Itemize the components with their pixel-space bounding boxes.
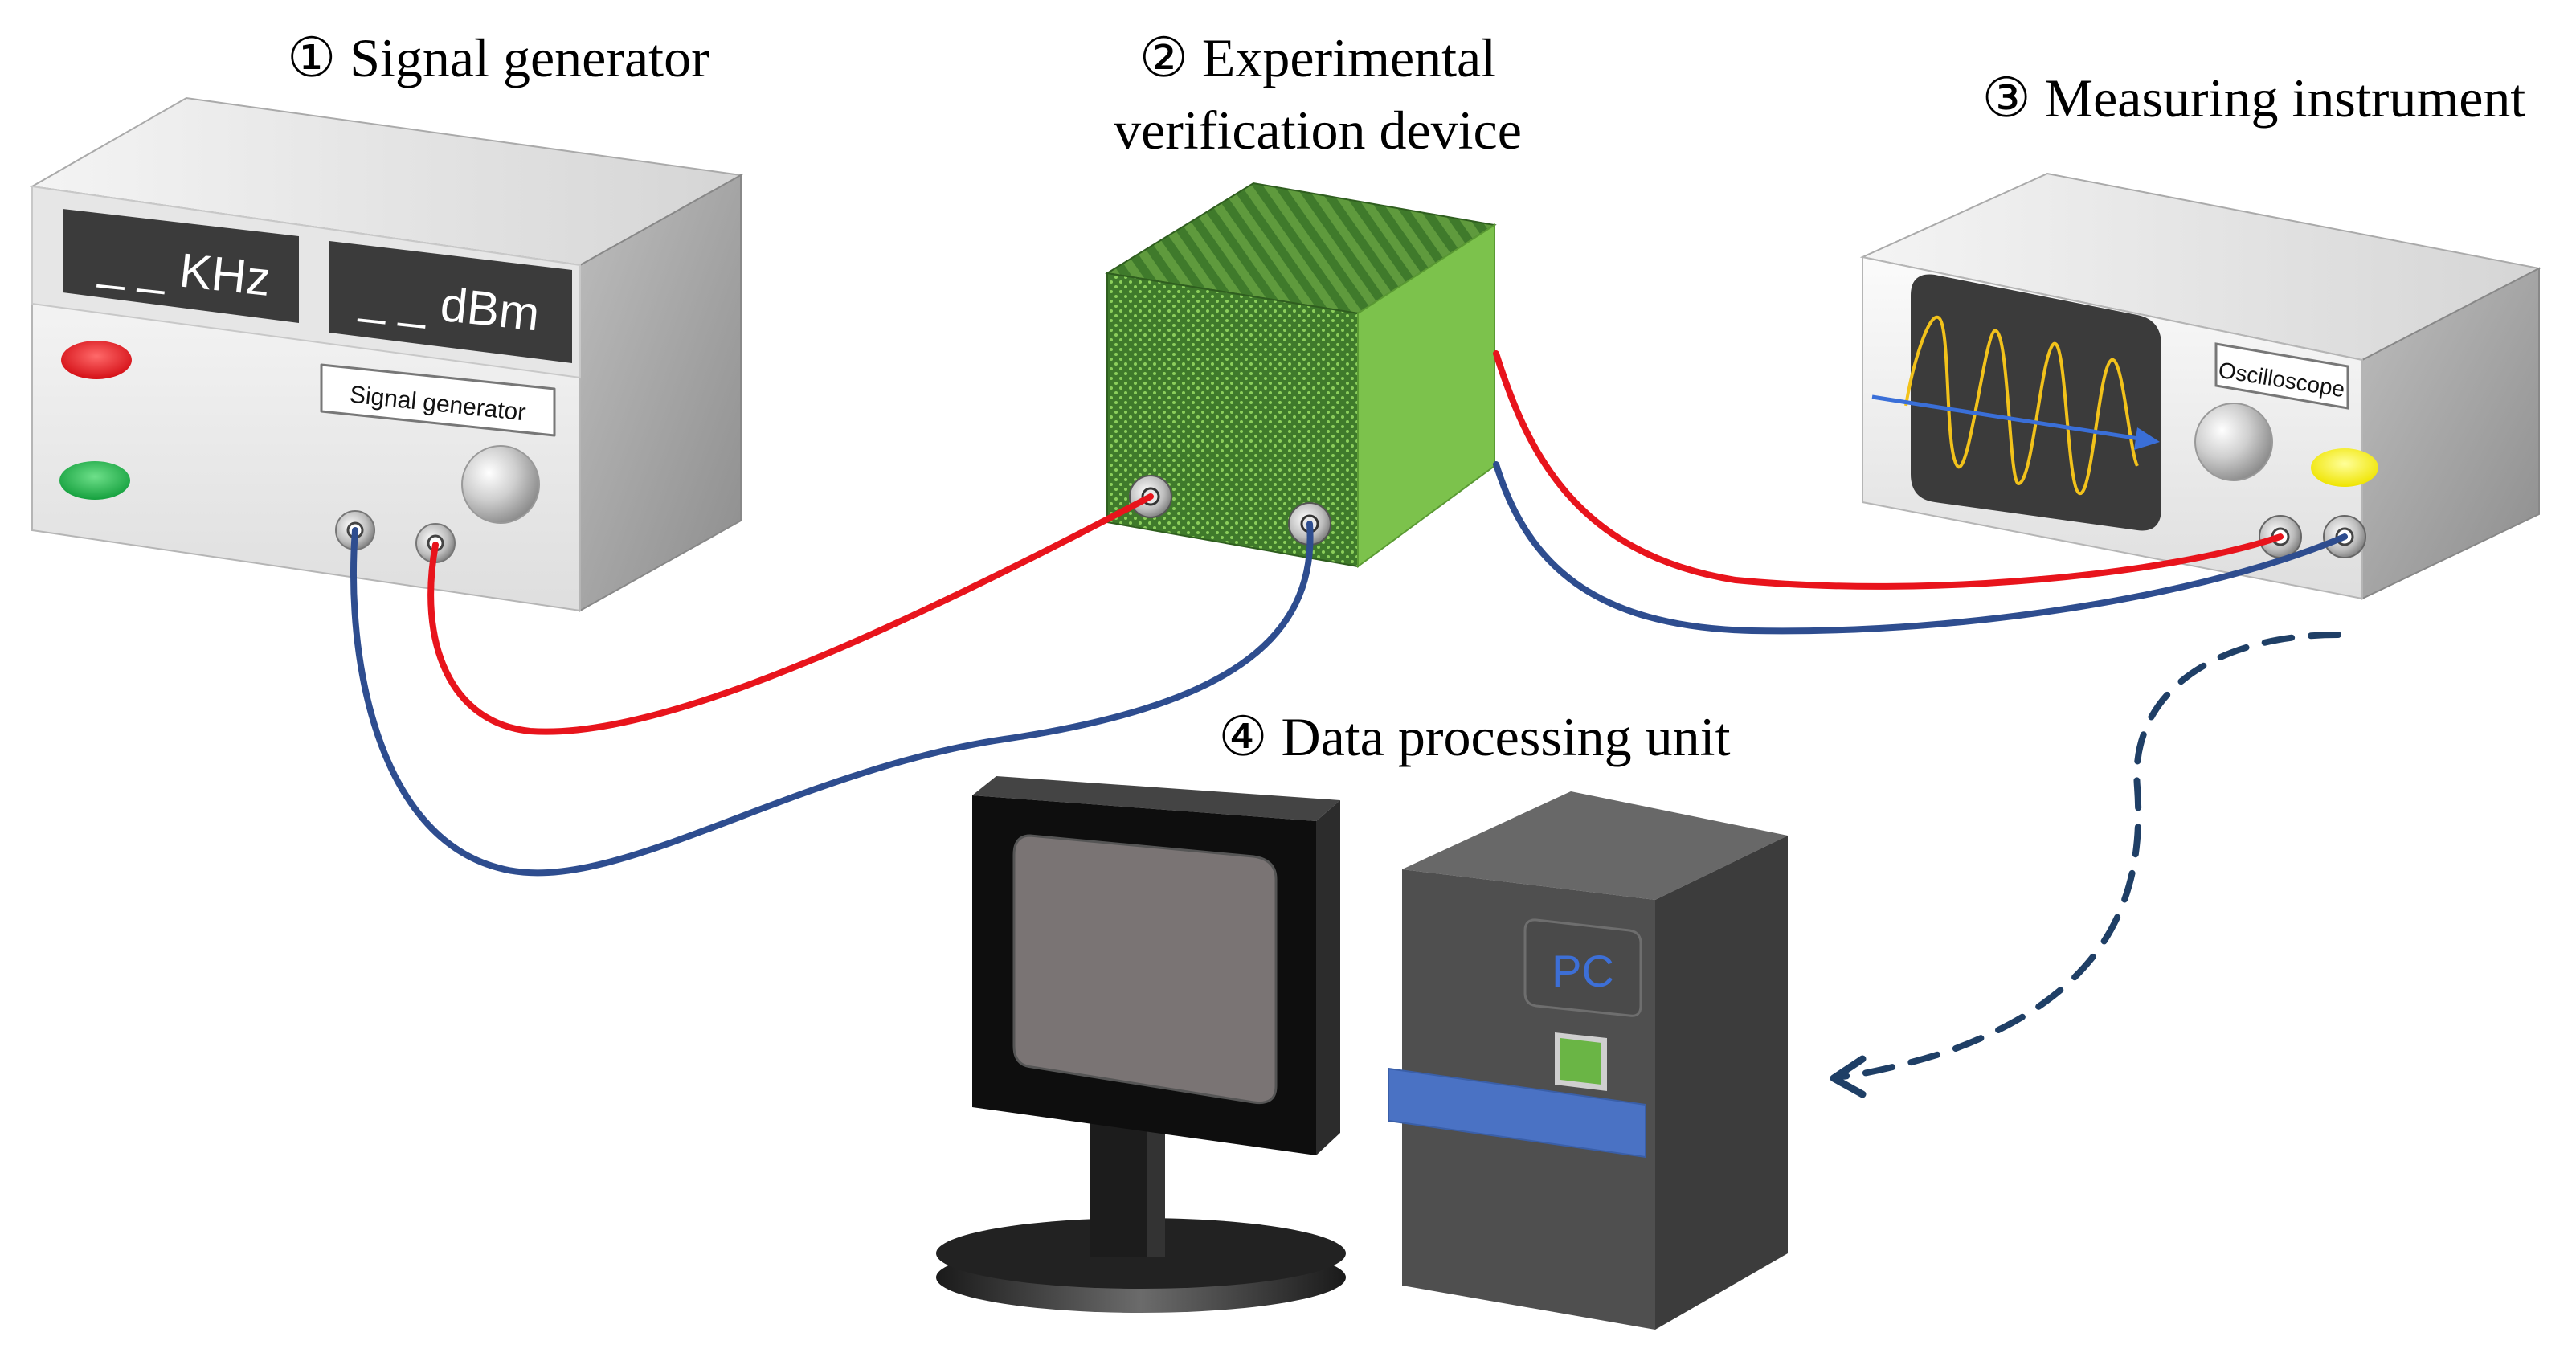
monitor-screen bbox=[1012, 834, 1278, 1105]
pc-tower: PC bbox=[1388, 791, 1788, 1330]
verification-device bbox=[1105, 182, 1497, 568]
monitor bbox=[936, 776, 1346, 1313]
time-axis-arrowhead bbox=[2134, 427, 2160, 450]
power-display: _ _ dBm bbox=[329, 241, 572, 363]
signal-generator: _ _ KHz _ _ dBm Signal generator bbox=[29, 96, 744, 612]
pc-blue-stripe bbox=[1388, 1067, 1646, 1159]
label-verification-device-line2: verification device bbox=[1114, 100, 1522, 161]
label-verification-device-line1: ② Experimental bbox=[1139, 27, 1496, 88]
data-transfer-arrowhead bbox=[1830, 1055, 1867, 1098]
oscilloscope-screen bbox=[1871, 274, 2161, 531]
green-indicator-light bbox=[59, 461, 130, 500]
sine-wave-trace bbox=[1904, 315, 2139, 496]
signal-generator-knob[interactable] bbox=[461, 445, 540, 524]
label-data-processing-unit: ④ Data processing unit bbox=[1219, 706, 1731, 767]
red-indicator-light bbox=[61, 341, 132, 379]
pc-label-text: PC bbox=[1552, 946, 1614, 996]
time-axis-arrow bbox=[1871, 394, 2150, 443]
label-signal-generator: ① Signal generator bbox=[287, 27, 709, 88]
oscilloscope-knob[interactable] bbox=[2194, 403, 2273, 481]
blue-cable-device-to-oscilloscope bbox=[1493, 461, 2348, 635]
label-measuring-instrument: ③ Measuring instrument bbox=[1982, 67, 2526, 129]
blue-cable-generator-to-device bbox=[350, 521, 1314, 877]
pc-power-button[interactable] bbox=[1555, 1032, 1607, 1091]
red-cable-generator-to-device bbox=[427, 493, 1154, 735]
oscilloscope: Oscilloscope bbox=[1859, 172, 2542, 600]
oscilloscope-tag: Oscilloscope bbox=[2214, 342, 2349, 410]
pc-label-panel: PC bbox=[1523, 918, 1642, 1017]
yellow-indicator-light bbox=[2311, 448, 2378, 487]
red-cable-device-to-oscilloscope bbox=[1493, 350, 2284, 590]
frequency-display: _ _ KHz bbox=[63, 209, 299, 323]
data-transfer-dashed-arrow bbox=[1837, 632, 2341, 1080]
